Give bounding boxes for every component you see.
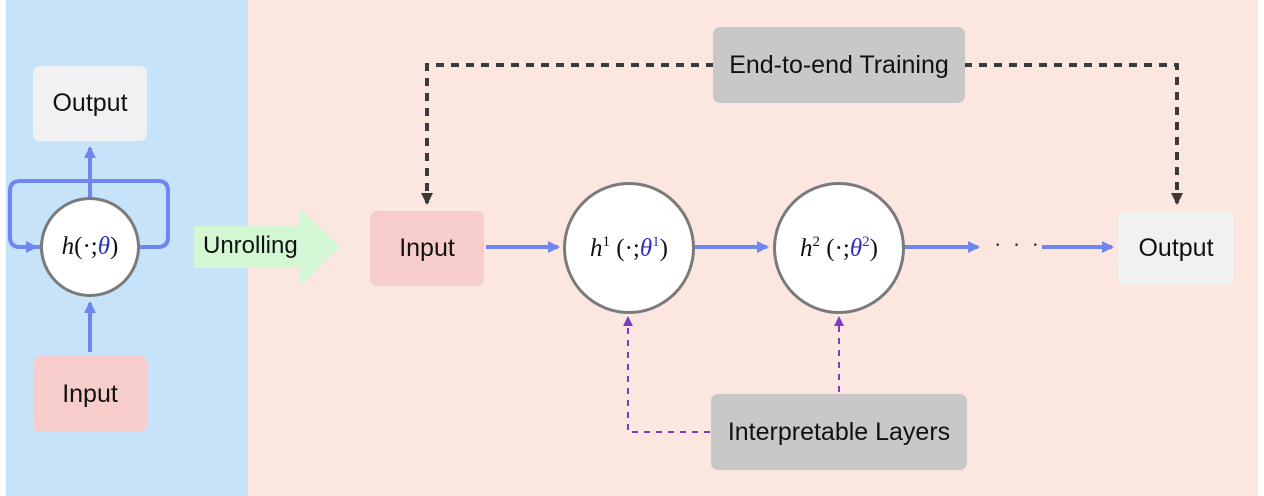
recurrent-node-label: h(·;θ) [61,233,119,260]
layer-2-node: h2 (·;θ2) [773,182,905,314]
training-label: End-to-end Training [729,50,949,79]
ellipsis: · · · [994,232,1042,257]
layers-box: Interpretable Layers [711,394,967,470]
unrolling-label: Unrolling [203,232,298,259]
unrolling-arrow [194,208,340,286]
training-to-output-arrow [964,63,1183,205]
left-input-label: Input [62,379,118,408]
layers-label: Interpretable Layers [727,417,951,446]
layers-to-h1-arrow [623,316,710,433]
output-label: Output [1138,234,1214,262]
left-input-box: Input [33,356,147,432]
layer-2-label: h2 (·;θ2) [800,233,878,262]
recurrent-node: h(·;θ) [40,197,140,297]
training-to-input-arrow [421,63,714,205]
left-output-label: Output [52,89,128,117]
output-box: Output [1118,211,1234,286]
training-box: End-to-end Training [713,27,965,103]
layer-1-node: h1 (·;θ1) [563,182,695,314]
layer-1-label: h1 (·;θ1) [590,233,668,262]
input-label: Input [399,234,455,262]
left-output-box: Output [33,66,147,141]
input-box: Input [370,211,484,286]
recurrent-loop-arrow [8,179,170,249]
